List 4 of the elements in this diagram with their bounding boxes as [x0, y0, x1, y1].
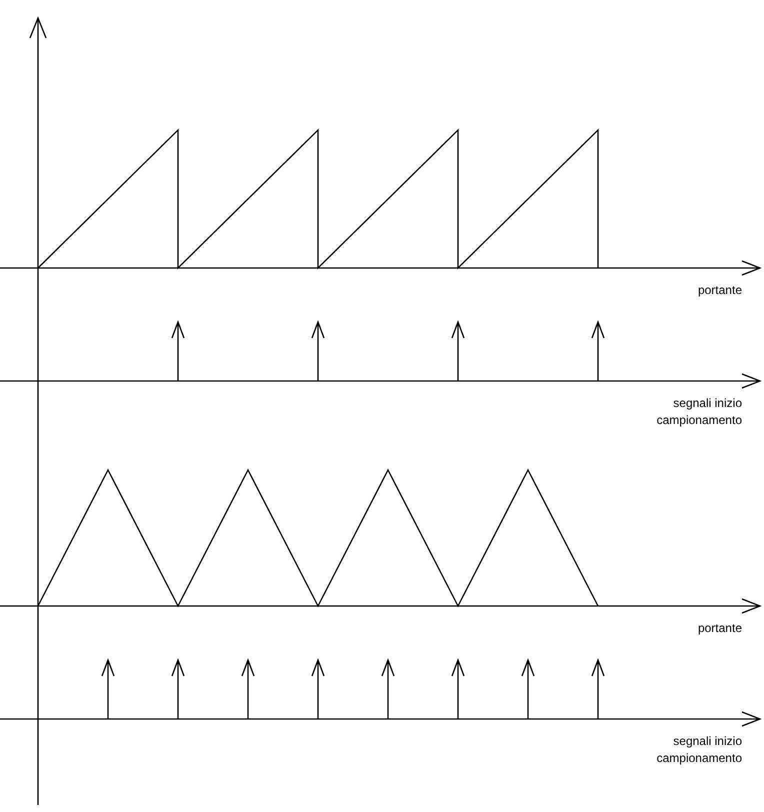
axis-label: portante — [698, 620, 742, 637]
axis-label: portante — [698, 282, 742, 299]
axis-label: segnali inizio campionamento — [656, 733, 742, 767]
axis-label: segnali inizio campionamento — [656, 395, 742, 429]
